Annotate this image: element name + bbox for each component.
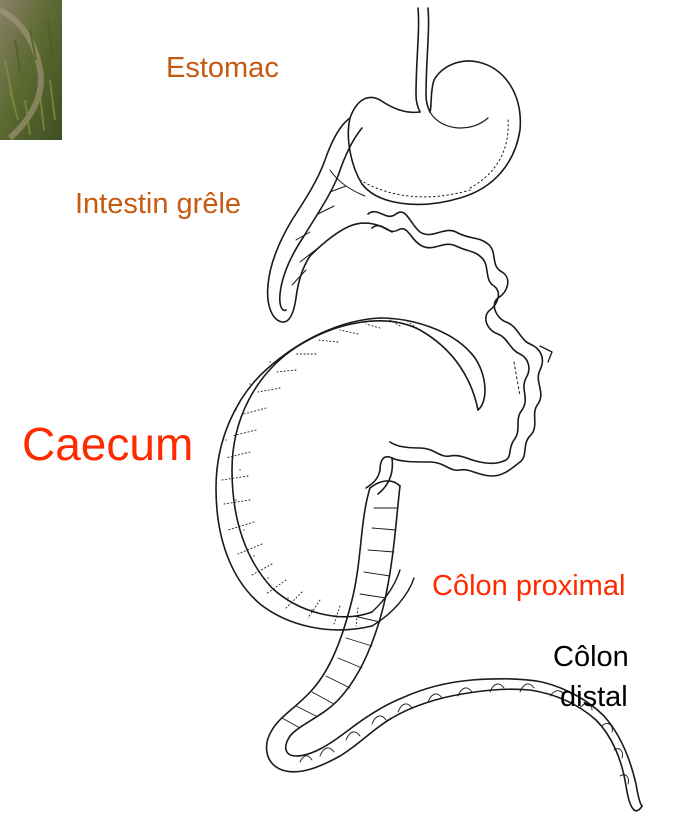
duodenum-shape <box>268 118 392 322</box>
label-colon-distal-line1: Côlon <box>553 643 629 672</box>
esophagus-shape <box>416 8 430 112</box>
label-intestin-grele: Intestin grêle <box>75 190 241 219</box>
stomach-shape <box>348 61 520 204</box>
label-colon-distal-line2: distal <box>560 683 628 712</box>
label-caecum: Caecum <box>22 421 193 467</box>
label-estomac: Estomac <box>166 54 279 83</box>
label-colon-proximal: Côlon proximal <box>432 572 625 601</box>
proximal-colon-shape <box>272 481 400 736</box>
small-intestine-shape <box>368 212 552 476</box>
